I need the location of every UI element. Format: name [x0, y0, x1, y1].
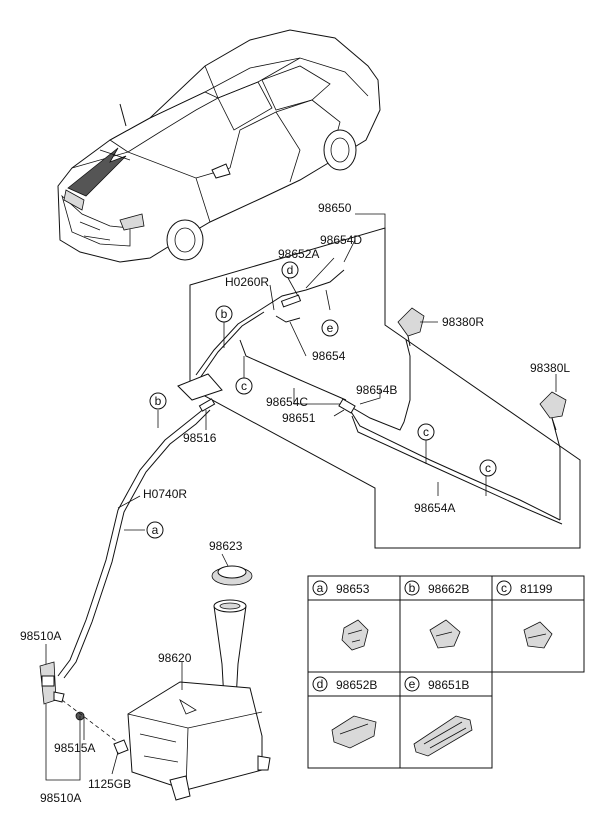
callout-98380L: 98380L — [530, 361, 570, 375]
callout-98510A-top: 98510A — [20, 629, 61, 643]
callout-98620: 98620 — [158, 651, 192, 665]
callout-98654B: 98654B — [356, 383, 397, 397]
svg-text:c: c — [423, 425, 429, 439]
callout-98510A-bottom: 98510A — [40, 791, 81, 805]
legend-cell-d: d 98652B — [312, 676, 377, 749]
hose-assembly-boundary — [189, 227, 581, 549]
circle-letter-c-right1: c — [417, 423, 435, 441]
svg-text:c: c — [485, 461, 491, 475]
circle-letter-b-upper: b — [215, 305, 233, 323]
legend-cell-b: b 98662B — [404, 580, 469, 649]
clip-e-icon — [413, 715, 473, 757]
svg-text:b: b — [155, 394, 162, 408]
part-number-callouts: 98650 98654D 98652A H0260R 98654 98380R … — [20, 201, 570, 805]
callout-98515A: 98515A — [54, 741, 95, 755]
callout-H0740R: H0740R — [143, 487, 187, 501]
svg-text:e: e — [409, 677, 416, 691]
leader-lines — [45, 213, 557, 781]
svg-text:d: d — [287, 263, 294, 277]
callout-98380R: 98380R — [442, 315, 484, 329]
callout-H0260R: H0260R — [225, 275, 269, 289]
svg-text:c: c — [501, 581, 507, 595]
svg-text:98652B: 98652B — [336, 678, 377, 692]
washer-nozzle-right — [397, 307, 425, 347]
svg-text:c: c — [241, 379, 247, 393]
legend-cell-e: e 98651B — [404, 676, 473, 757]
car-illustration — [57, 29, 381, 263]
callout-98654A: 98654A — [414, 501, 455, 515]
callout-98654: 98654 — [312, 349, 346, 363]
main-supply-hose — [57, 398, 216, 679]
svg-text:b: b — [409, 581, 416, 595]
svg-text:a: a — [317, 581, 324, 595]
circle-callouts: d e b c c c b a — [146, 261, 497, 539]
svg-text:98662B: 98662B — [428, 582, 469, 596]
circle-letter-e: e — [321, 319, 339, 337]
callout-98623: 98623 — [209, 539, 243, 553]
clip-c-icon — [523, 621, 553, 649]
callout-1125GB: 1125GB — [88, 777, 131, 791]
callout-98650: 98650 — [318, 201, 352, 215]
clip-d-icon — [331, 715, 377, 749]
legend-table: a 98653 b 98662B c 81199 d 98652B — [307, 575, 585, 769]
callout-98516: 98516 — [183, 431, 217, 445]
circle-letter-c-upper: c — [235, 377, 253, 395]
svg-text:b: b — [221, 307, 228, 321]
svg-text:98653: 98653 — [336, 582, 370, 596]
callout-98654D: 98654D — [320, 233, 362, 247]
washer-pump — [39, 661, 129, 755]
circle-letter-b-lower: b — [149, 392, 167, 410]
callout-98654C: 98654C — [266, 395, 308, 409]
hose-lines — [177, 269, 563, 525]
svg-text:d: d — [317, 677, 324, 691]
circle-letter-c-right2: c — [479, 459, 497, 477]
callout-98651: 98651 — [282, 411, 316, 425]
clip-a-icon — [341, 619, 369, 651]
svg-text:a: a — [152, 523, 159, 537]
callout-98652A: 98652A — [278, 247, 319, 261]
washer-nozzle-left — [539, 391, 567, 431]
legend-cell-c: c 81199 — [496, 580, 553, 649]
svg-text:e: e — [327, 321, 334, 335]
legend-cell-a: a 98653 — [312, 580, 370, 651]
circle-letter-d: d — [281, 261, 299, 279]
circle-letter-a-hose: a — [146, 521, 164, 539]
svg-text:81199: 81199 — [520, 582, 553, 596]
washer-reservoir — [127, 565, 271, 801]
svg-text:98651B: 98651B — [428, 678, 469, 692]
